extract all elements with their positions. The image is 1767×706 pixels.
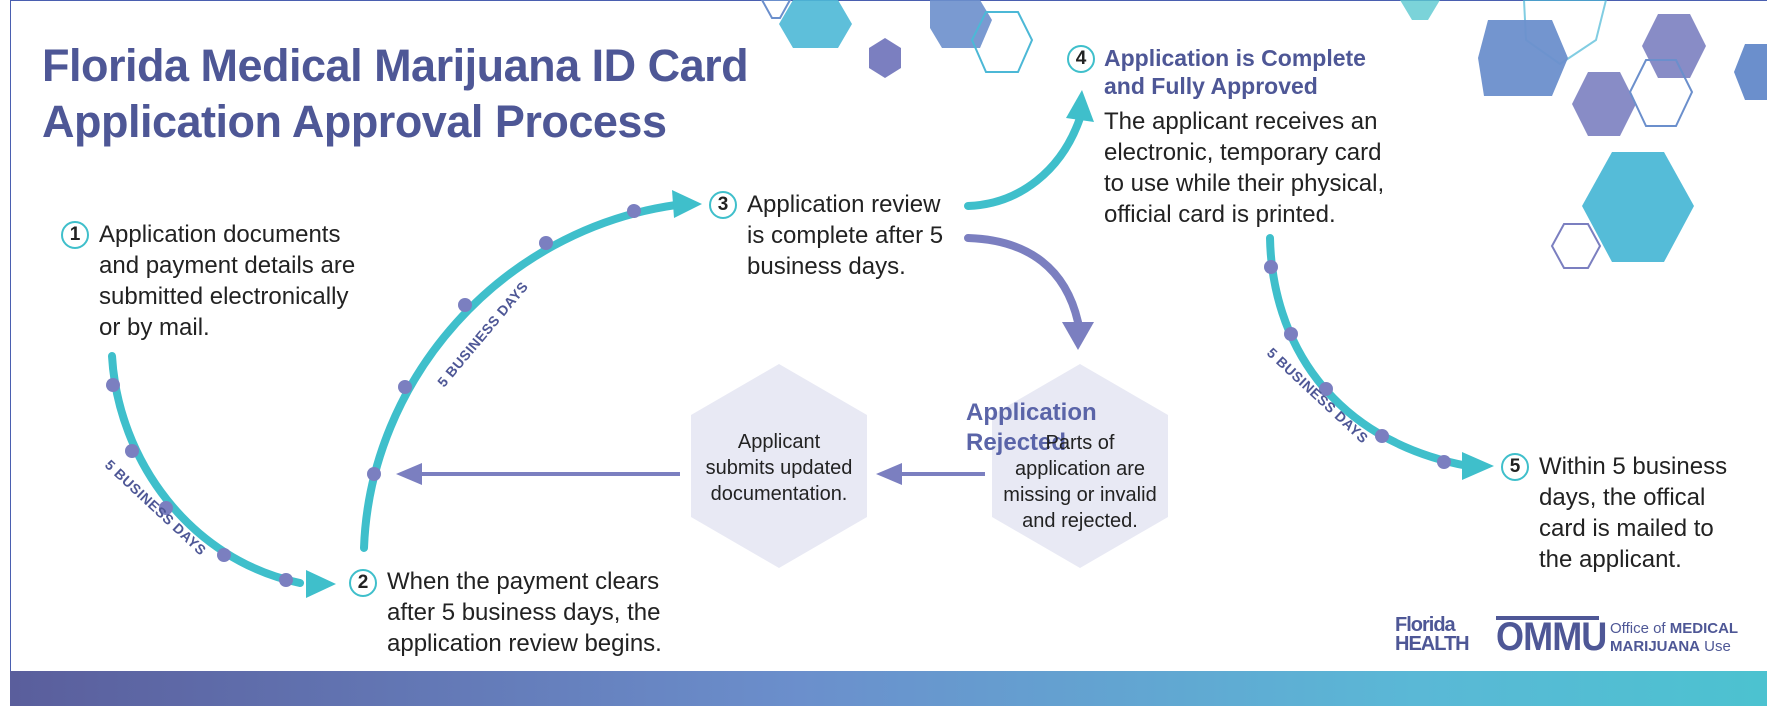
arrow-head-to-arc2: [396, 463, 422, 485]
arrow-head-to-step2: [306, 570, 336, 598]
arc-step4-to-step5: [1266, 234, 1472, 470]
step-4-heading-line: and Fully Approved: [1104, 73, 1318, 99]
step-2-text: When the payment clears after 5 business…: [387, 566, 662, 659]
office-logo-bold-1: MEDICAL: [1669, 620, 1739, 637]
step-4-line: official card is printed.: [1104, 201, 1336, 228]
step-3-text: Application review is complete after 5 b…: [747, 189, 943, 282]
step-2-line: When the payment clears: [387, 568, 660, 595]
footer-gradient-bar: [10, 671, 1767, 706]
step-5-line: days, the offical: [1539, 484, 1706, 511]
page-title: Florida Medical Marijuana ID Card Applic…: [42, 38, 749, 150]
step-3-line: business days.: [747, 253, 906, 280]
resubmit-line: Applicant: [737, 431, 821, 453]
step-2-line: application review begins.: [387, 630, 662, 657]
duration-label-3: 5 BUSINESS DAYS: [1264, 344, 1372, 446]
rejected-line: Parts of: [1045, 432, 1115, 454]
office-logo-line-2: MARIJUANA Use: [1610, 638, 1738, 656]
step-1-line: submitted electronically: [99, 283, 349, 310]
step-5-line: card is mailed to: [1539, 515, 1714, 542]
step-4-text: The applicant receives an electronic, te…: [1104, 106, 1384, 230]
resubmit-line: documentation.: [710, 483, 848, 505]
step-4-line: The applicant receives an: [1104, 108, 1378, 135]
rejected-line: and rejected.: [1022, 510, 1138, 532]
arrow-head-to-step5: [1462, 452, 1494, 480]
step-3-line: is complete after 5: [747, 222, 944, 249]
florida-health-logo-line: HEALTH: [1395, 633, 1470, 655]
step-4-heading-line: Application is Complete: [1104, 45, 1366, 71]
page-title-line-1: Florida Medical Marijuana ID Card: [42, 40, 749, 91]
decorative-hexagons: [760, 0, 1767, 269]
arc-step3-to-step4: [964, 114, 1084, 210]
step-1-line: Application documents: [99, 221, 341, 248]
step-2-badge: 2: [349, 569, 377, 597]
arc4-dots: [1264, 260, 1451, 469]
step-5-text: Within 5 business days, the offical card…: [1539, 451, 1727, 575]
rejected-line: missing or invalid: [1003, 484, 1157, 506]
florida-health-logo-line: Florida: [1395, 614, 1456, 636]
step-5-line: the applicant.: [1539, 546, 1682, 573]
duration-label-1: 5 BUSINESS DAYS: [102, 456, 210, 558]
page-frame: [10, 0, 1767, 706]
arrow-head-to-rejected: [1062, 322, 1094, 350]
step-2-line: after 5 business days, the: [387, 599, 661, 626]
step-1-text: Application documents and payment detail…: [99, 219, 355, 343]
ommu-logo-bar: [1496, 616, 1599, 620]
step-1-line: or by mail.: [99, 314, 210, 341]
arc-step2-to-step3: [360, 201, 680, 552]
page-title-line-2: Application Approval Process: [42, 96, 667, 147]
step-3-badge: 3: [709, 191, 737, 219]
step-4-line: electronic, temporary card: [1104, 139, 1382, 166]
arc2-dots: [367, 204, 641, 481]
rejected-line: application are: [1014, 458, 1146, 480]
step-4-heading: Application is Complete and Fully Approv…: [1104, 44, 1366, 100]
step-1-badge: 1: [61, 221, 89, 249]
step-1-line: and payment details are: [99, 252, 356, 279]
arrow-head-to-step3: [672, 190, 702, 218]
office-logo-bold-2: MARIJUANA: [1610, 638, 1700, 655]
arc1-dots: [106, 378, 293, 587]
rejected-text: Parts of application are missing or inva…: [990, 430, 1170, 534]
step-5-line: Within 5 business: [1539, 453, 1728, 480]
office-logo-suffix: Use: [1704, 638, 1731, 655]
office-of-medical-marijuana-use-logo-text: Office of MEDICAL MARIJUANA Use: [1610, 620, 1738, 656]
step-3-line: Application review: [747, 191, 941, 218]
resubmit-hexagon-shape: [691, 364, 867, 568]
office-logo-prefix: Office of: [1610, 620, 1666, 637]
step-5-badge: 5: [1501, 453, 1529, 481]
step-4-badge: 4: [1067, 45, 1095, 73]
step-4-line: to use while their physical,: [1104, 170, 1385, 197]
arrow-head-to-resubmit: [876, 463, 902, 485]
rejected-hexagon-shape: [992, 364, 1168, 568]
arrow-head-to-step4: [1066, 90, 1094, 122]
office-logo-line-1: Office of MEDICAL: [1610, 620, 1738, 638]
arc-step1-to-step2: [108, 352, 304, 587]
rejected-title: Application Rejected: [966, 399, 1097, 456]
resubmit-line: submits updated: [705, 457, 853, 479]
arc-step3-to-rejected: [964, 234, 1082, 326]
florida-health-logo: Florida HEALTH: [1395, 614, 1470, 655]
resubmit-text: Applicant submits updated documentation.: [688, 429, 870, 507]
ommu-logo: OMMU: [1496, 615, 1607, 659]
